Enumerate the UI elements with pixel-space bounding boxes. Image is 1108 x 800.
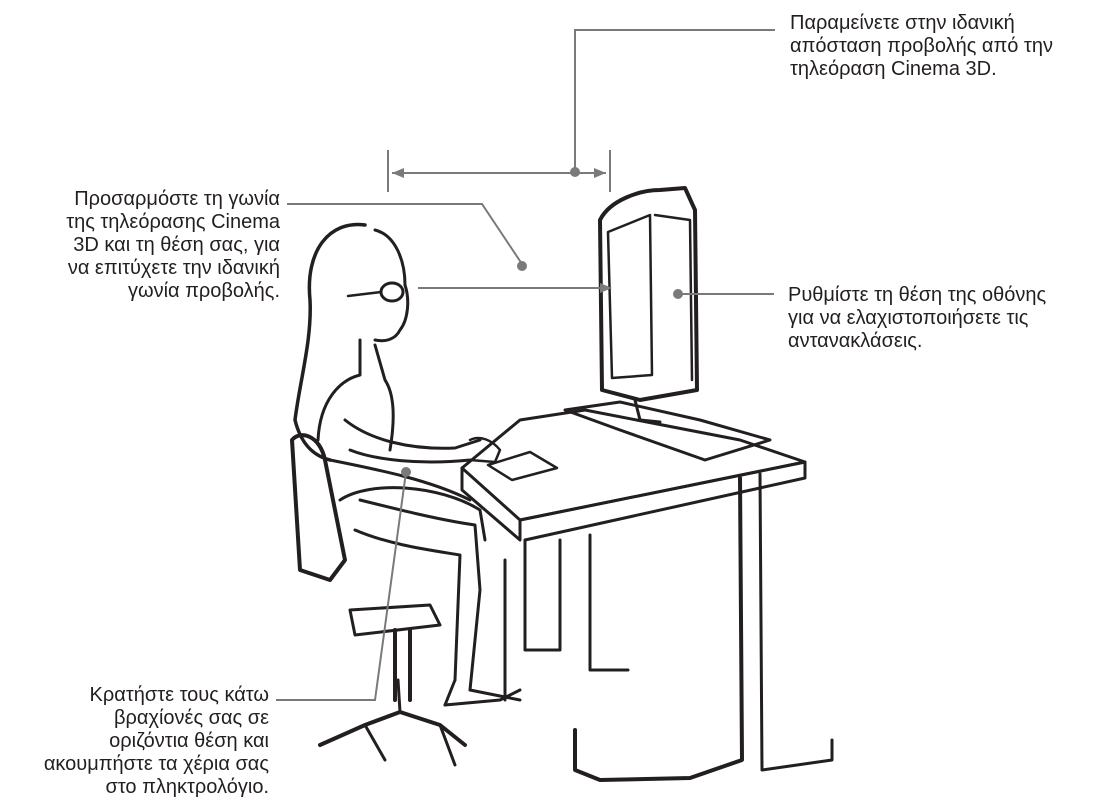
callout-line: 3D και τη θέση σας, για	[73, 234, 280, 256]
callout-line: βραχίονές σας σε	[114, 707, 269, 729]
monitor	[563, 186, 772, 462]
person	[293, 222, 522, 707]
callout-line: για να ελαχιστοποιήσετε τις	[788, 307, 1029, 329]
keyboard	[486, 450, 559, 482]
callout-line: γωνία προβολής.	[127, 280, 280, 302]
callout-line: απόσταση προβολής από την	[790, 35, 1053, 57]
callout-line: της τηλεόρασης Cinema	[66, 211, 280, 233]
viewing-distance-callout: Παραμείνετε στην ιδανική απόσταση προβολ…	[790, 12, 1053, 81]
desk	[443, 408, 834, 782]
callout-line: να επιτύχετε την ιδανική	[67, 257, 280, 279]
callout-line: ακουμπήστε τα χέρια σας	[43, 753, 269, 775]
callout-line: στο πληκτρολόγιο.	[105, 776, 269, 798]
callout-line: αντανακλάσεις.	[788, 330, 923, 352]
viewing-distance-leader	[387, 29, 775, 192]
viewing-angle-leader	[287, 203, 527, 271]
screen-position-callout: Ρυθμίστε τη θέση της οθόνης για να ελαχι…	[788, 284, 1046, 353]
callout-line: Κρατήστε τους κάτω	[89, 684, 269, 706]
arms-position-callout: Κρατήστε τους κάτω βραχίονές σας σε οριζ…	[44, 684, 269, 799]
callout-line: Ρυθμίστε τη θέση της οθόνης	[788, 284, 1047, 306]
viewing-angle-callout: Προσαρμόστε τη γωνία της τηλεόρασης Cine…	[66, 188, 280, 303]
callout-line: οριζόντια θέση και	[109, 730, 269, 752]
callout-line: τηλεόραση Cinema 3D.	[790, 58, 997, 80]
eye-to-screen-line	[418, 283, 612, 293]
arms-position-leader	[276, 467, 411, 701]
callout-line: Προσαρμόστε τη γωνία	[74, 188, 280, 210]
screen-position-leader	[673, 289, 774, 299]
callout-line: Παραμείνετε στην ιδανική	[790, 12, 1015, 34]
